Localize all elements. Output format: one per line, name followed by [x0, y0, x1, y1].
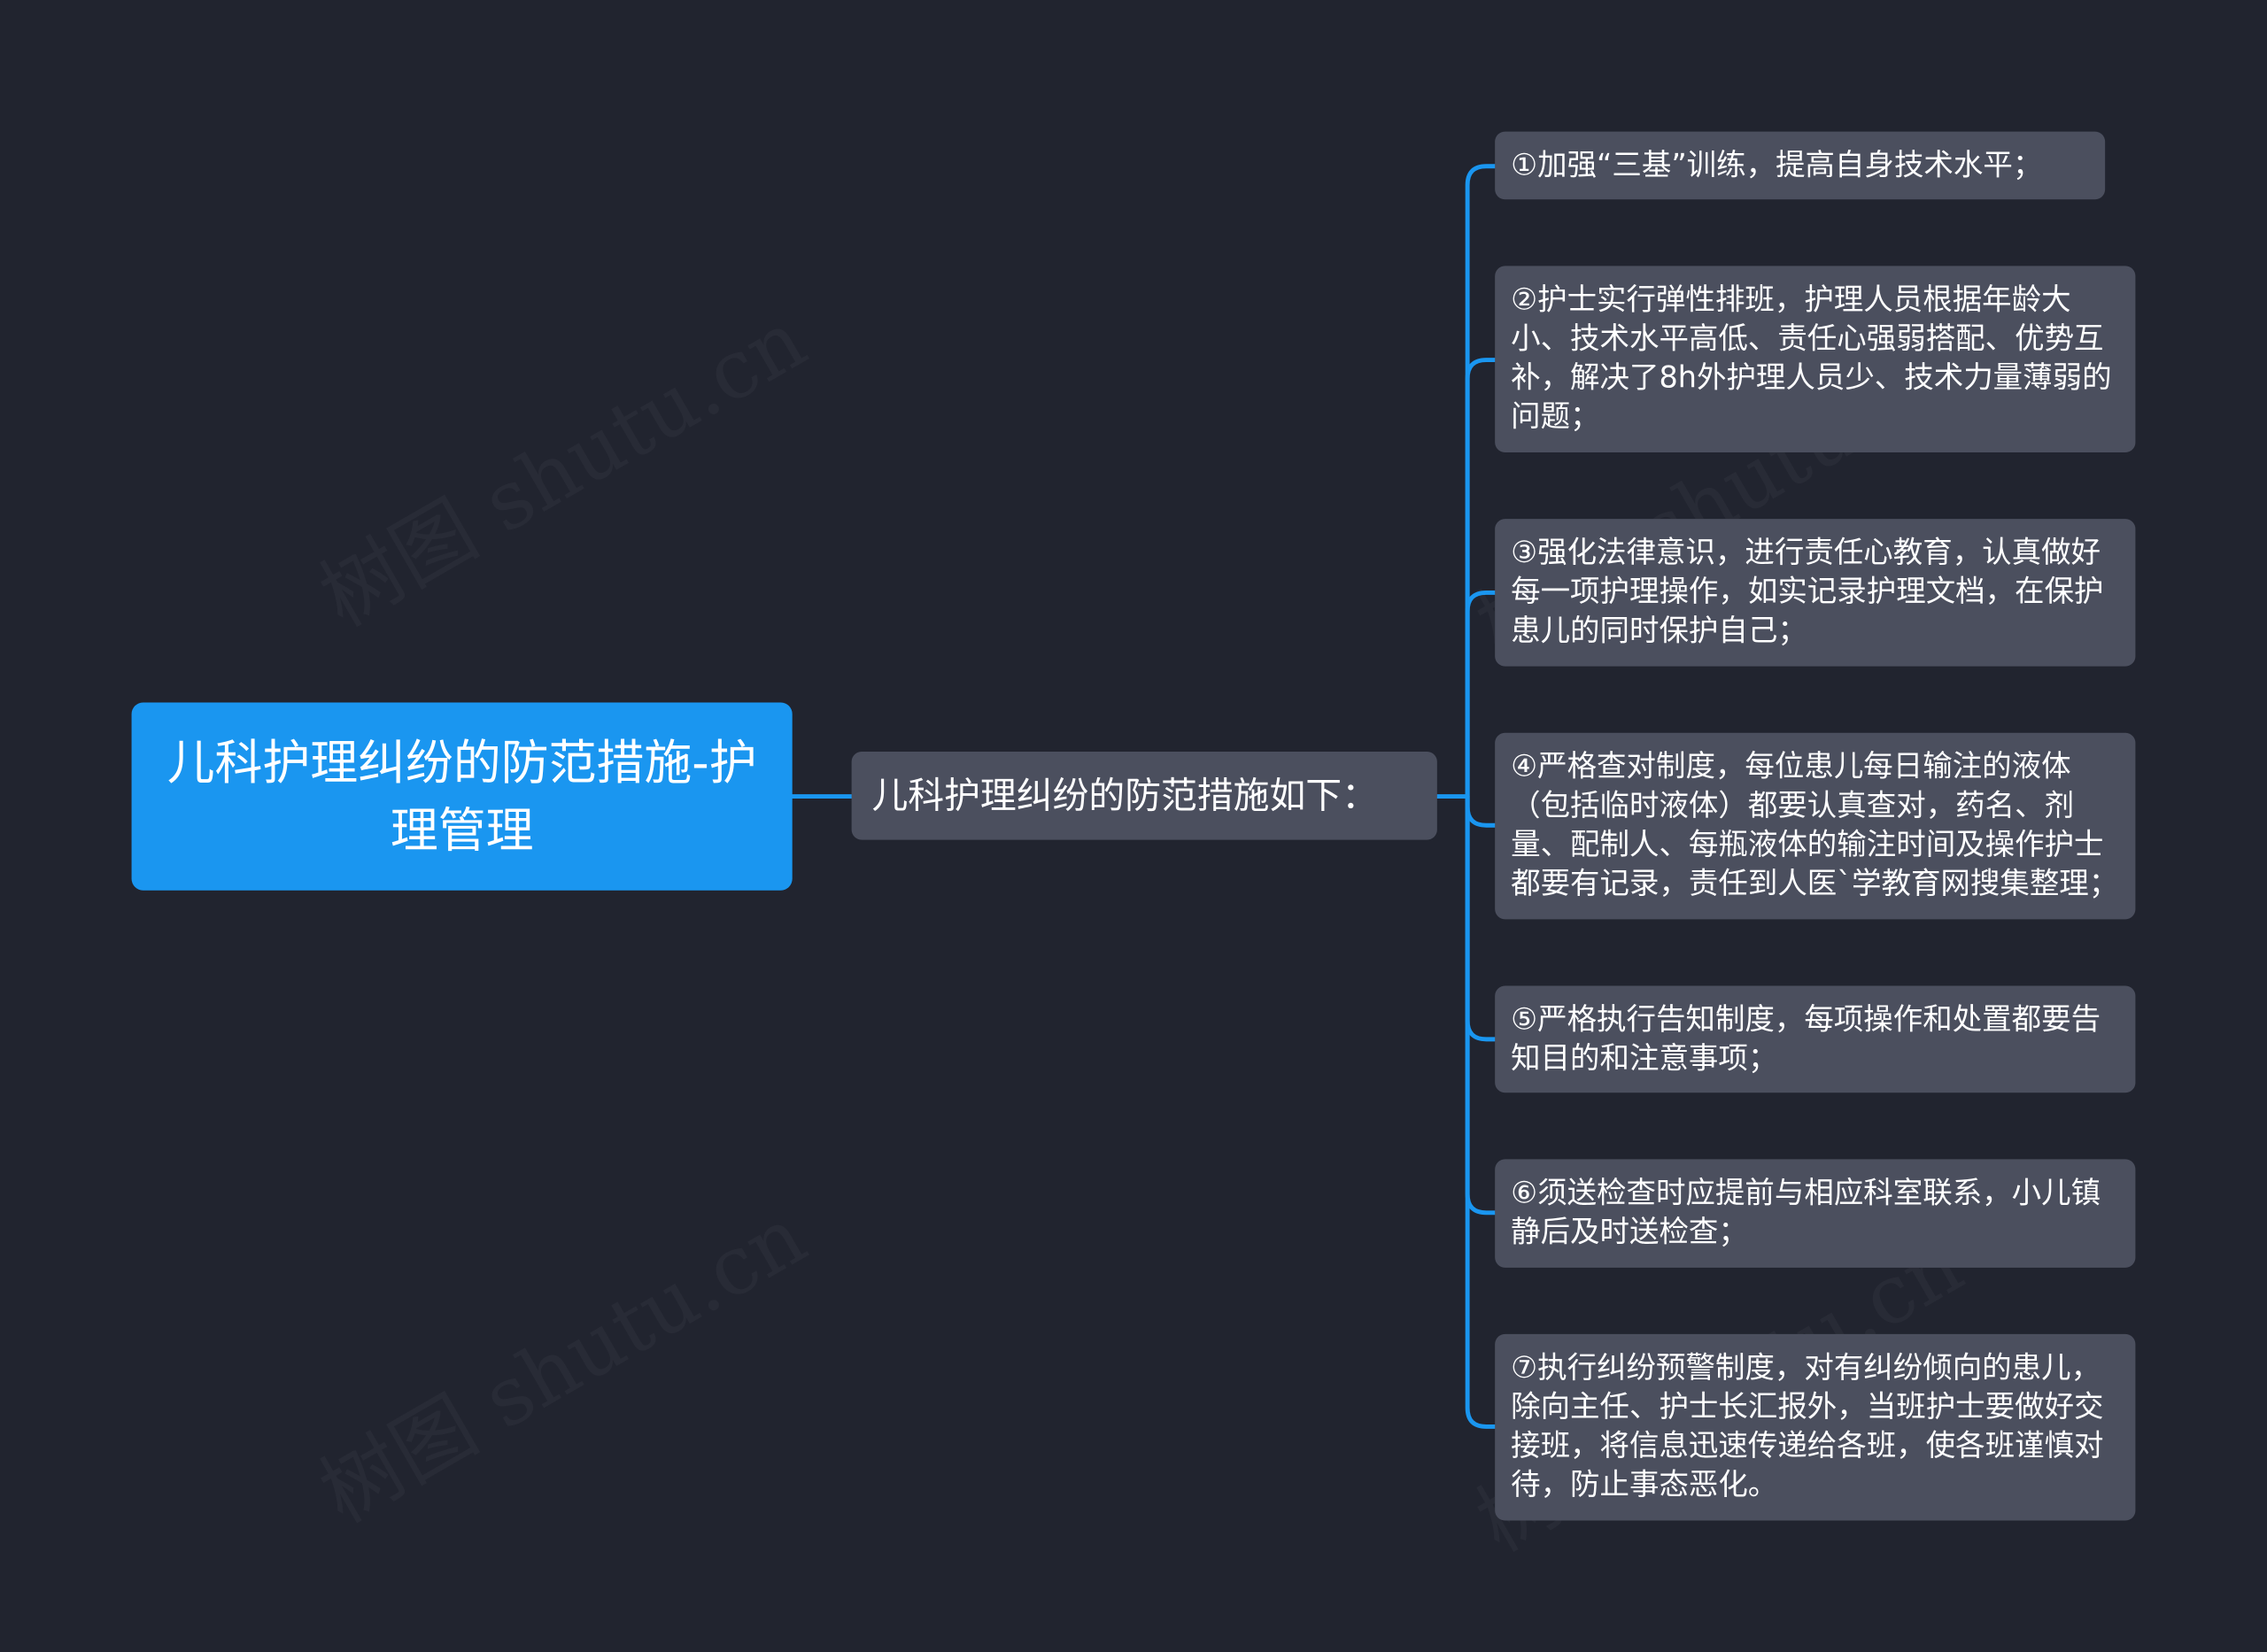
leaf-node-1[interactable]: ①加强“三基”训练，提高自身技术水平； [1495, 131, 2106, 200]
leaf-node-7[interactable]: ⑦执行纠纷预警制度，对有纠纷倾向的患儿，除向主任、护士长汇报外，当班护士要做好交… [1495, 1333, 2136, 1521]
leaf-node-label: ①加强“三基”训练，提高自身技术水平； [1511, 147, 2043, 182]
leaf-node-5[interactable]: ⑤严格执行告知制度，每项操作和处置都要告知目的和注意事项； [1495, 985, 2136, 1093]
leaf-node-6[interactable]: ⑥须送检查时应提前与相应科室联系，小儿镇静后及时送检查； [1495, 1159, 2136, 1268]
connector-leaf-7 [1465, 794, 1497, 1429]
leaf-node-2[interactable]: ②护士实行弹性排班，护理人员根据年龄大小、技术水平高低、责任心强弱搭配、优势互补… [1495, 266, 2136, 453]
leaf-node-label: ③强化法律意识，进行责任心教育，认真做好每一项护理操作，如实记录护理文档，在保护… [1511, 535, 2104, 648]
leaf-node-label: ④严格查对制度，每位患儿每日输注的液体（包括临时液体）都要认真查对，药名、剂量、… [1511, 748, 2119, 901]
connector-leaf-3 [1465, 590, 1497, 799]
root-node-label: 儿科护理纠纷的防范措施-护理管理 [166, 734, 757, 859]
branch-node[interactable]: 儿科护理纠纷的防范措施如下： [851, 751, 1437, 840]
leaf-node-label: ⑦执行纠纷预警制度，对有纠纷倾向的患儿，除向主任、护士长汇报外，当班护士要做好交… [1511, 1349, 2104, 1502]
connector-leaf-4 [1465, 794, 1497, 828]
connector-leaf-2 [1465, 358, 1497, 799]
connector-leaf-6 [1465, 794, 1497, 1216]
leaf-node-label: ⑤严格执行告知制度，每项操作和处置都要告知目的和注意事项； [1511, 1001, 2101, 1076]
leaf-node-label: ②护士实行弹性排班，护理人员根据年龄大小、技术水平高低、责任心强弱搭配、优势互补… [1511, 282, 2112, 434]
leaf-node-label: ⑥须送检查时应提前与相应科室联系，小儿镇静后及时送检查； [1511, 1175, 2101, 1249]
leaf-node-3[interactable]: ③强化法律意识，进行责任心教育，认真做好每一项护理操作，如实记录护理文档，在保护… [1495, 519, 2136, 667]
connector-leaf-1 [1465, 164, 1497, 799]
leaf-node-4[interactable]: ④严格查对制度，每位患儿每日输注的液体（包括临时液体）都要认真查对，药名、剂量、… [1495, 732, 2136, 920]
root-node[interactable]: 儿科护理纠纷的防范措施-护理管理 [131, 702, 793, 891]
connector-leaf-5 [1465, 794, 1497, 1042]
branch-node-label: 儿科护理纠纷的防范措施如下： [871, 774, 1378, 816]
